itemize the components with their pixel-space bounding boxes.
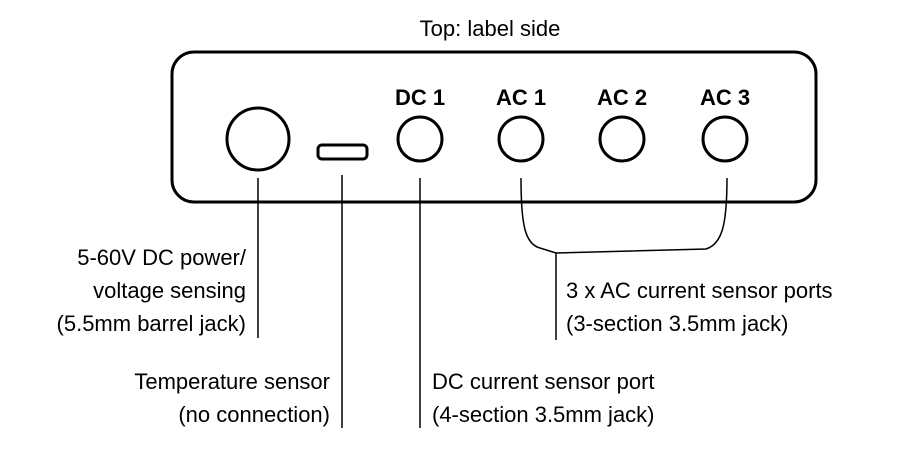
temperature-callout-line1: Temperature sensor (134, 369, 330, 394)
power-callout-line1: 5-60V DC power/ (77, 245, 246, 270)
ac-bracket (520, 177, 728, 254)
temperature-sensor-slot (316, 143, 369, 161)
dc-sensor-callout-line1: DC current sensor port (432, 369, 655, 394)
dc-sensor-callout-line2: (4-section 3.5mm jack) (432, 402, 655, 427)
ac2-jack-port (598, 115, 646, 163)
power-callout-line3: (5.5mm barrel jack) (56, 311, 246, 336)
power-callout-line2: voltage sensing (93, 278, 246, 303)
dc1-jack-port (396, 115, 444, 163)
ac3-jack-port (701, 115, 749, 163)
ac-sensors-callout-line2: (3-section 3.5mm jack) (566, 311, 789, 336)
ac1-port-label: AC 1 (495, 85, 547, 110)
ac3-port-label: AC 3 (699, 85, 751, 110)
barrel-jack-port (225, 106, 291, 172)
device-enclosure (170, 50, 818, 204)
ac2-port-label: AC 2 (596, 85, 648, 110)
top-label: Top: label side (419, 16, 561, 41)
ac-sensors-callout-line1: 3 x AC current sensor ports (566, 278, 833, 303)
ac1-jack-port (497, 115, 545, 163)
dc1-port-label: DC 1 (394, 85, 446, 110)
temperature-callout-line2: (no connection) (178, 402, 330, 427)
